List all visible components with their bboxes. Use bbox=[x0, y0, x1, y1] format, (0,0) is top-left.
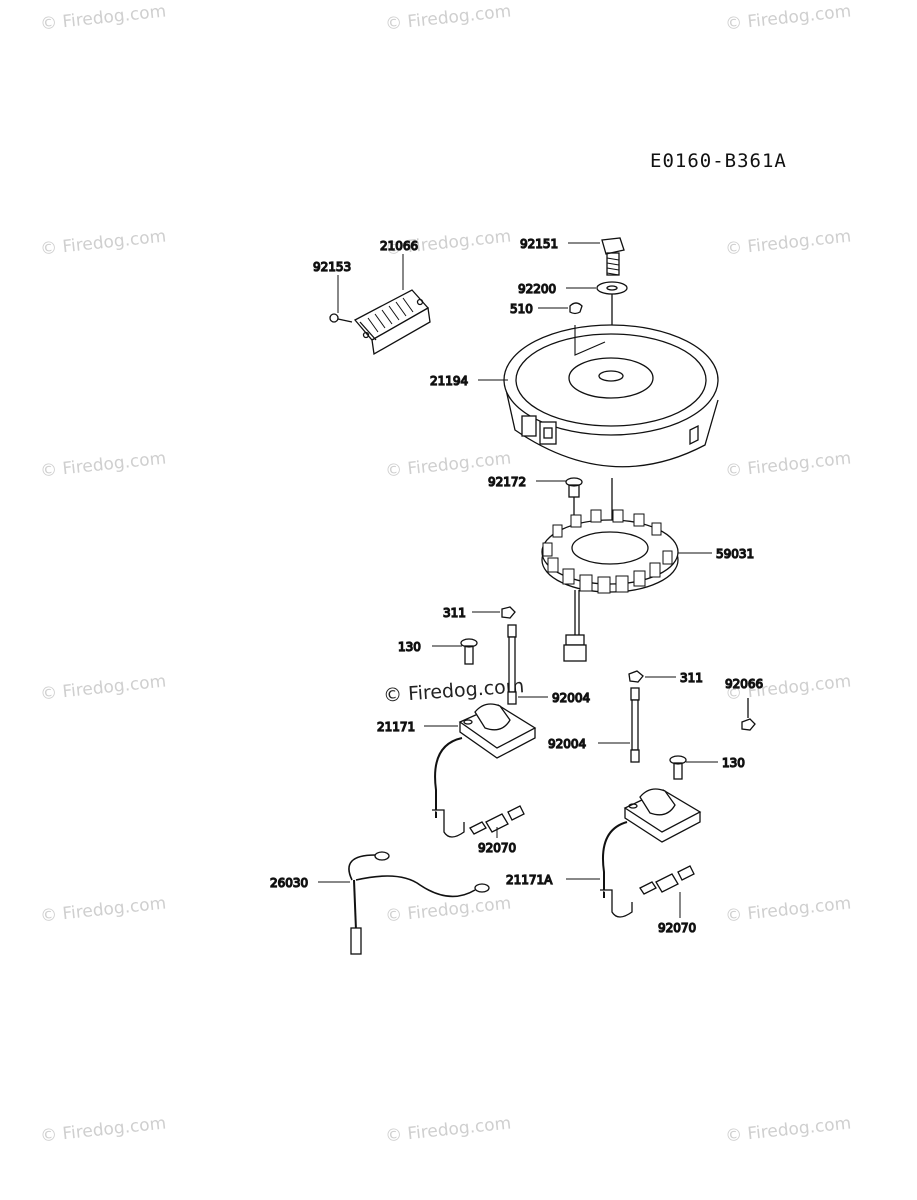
screw-92172[interactable] bbox=[565, 477, 583, 520]
label-311-left: 311 bbox=[443, 606, 466, 620]
ignition-coil-21171[interactable] bbox=[432, 703, 537, 838]
label-510: 510 bbox=[510, 302, 533, 316]
label-130-right: 130 bbox=[722, 756, 745, 770]
diagram-code: E0160-B361A bbox=[650, 150, 787, 172]
flywheel-21194[interactable] bbox=[503, 324, 719, 468]
spark-plug-92070-right[interactable] bbox=[639, 865, 695, 895]
bolt-130-right[interactable] bbox=[669, 755, 687, 780]
label-21194: 21194 bbox=[430, 374, 468, 388]
nut-311-left[interactable] bbox=[501, 606, 516, 619]
label-21171a: 21171A bbox=[506, 873, 553, 887]
stud-92004-right[interactable] bbox=[630, 687, 640, 763]
stator-59031[interactable] bbox=[541, 509, 679, 662]
label-92066: 92066 bbox=[725, 677, 763, 691]
nut-311-right[interactable] bbox=[628, 670, 644, 683]
label-26030: 26030 bbox=[270, 876, 308, 890]
label-92004-right: 92004 bbox=[548, 737, 586, 751]
nut-92066[interactable] bbox=[741, 698, 756, 731]
label-92151: 92151 bbox=[520, 237, 558, 251]
regulator-21066[interactable] bbox=[353, 289, 431, 356]
label-130-left: 130 bbox=[398, 640, 421, 654]
label-21171: 21171 bbox=[377, 720, 415, 734]
label-92153: 92153 bbox=[313, 260, 351, 274]
spark-plug-92070-left[interactable] bbox=[469, 805, 525, 835]
label-92004-left: 92004 bbox=[552, 691, 590, 705]
key-510[interactable] bbox=[569, 302, 583, 315]
washer-92200[interactable] bbox=[596, 281, 628, 295]
label-92070-left: 92070 bbox=[478, 841, 516, 855]
wire-harness-26030[interactable] bbox=[348, 851, 490, 955]
bolt-92151[interactable] bbox=[601, 237, 625, 276]
stud-92004-left[interactable] bbox=[507, 624, 517, 705]
label-21066: 21066 bbox=[380, 239, 418, 253]
label-92200: 92200 bbox=[518, 282, 556, 296]
label-311-right: 311 bbox=[680, 671, 703, 685]
label-92172: 92172 bbox=[488, 475, 526, 489]
leader-lines bbox=[318, 242, 718, 918]
ignition-coil-21171a[interactable] bbox=[600, 788, 702, 918]
bolt-130-left[interactable] bbox=[460, 638, 478, 665]
label-92070-right: 92070 bbox=[658, 921, 696, 935]
screw-92153[interactable] bbox=[329, 313, 353, 323]
label-59031: 59031 bbox=[716, 547, 754, 561]
